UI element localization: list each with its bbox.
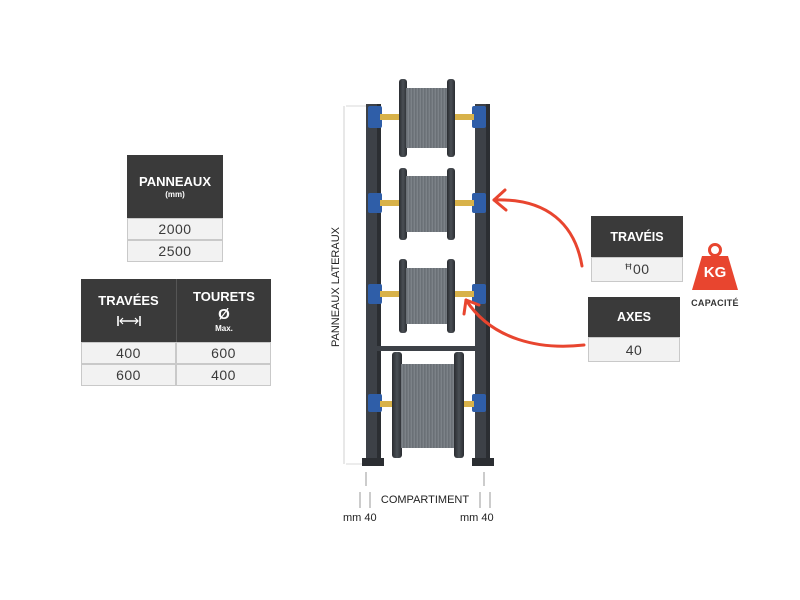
axes-value: 40 xyxy=(588,337,680,362)
height-dimension-line xyxy=(343,105,368,465)
left-margin-label: mm 40 xyxy=(343,512,377,524)
panneaux-unit: (mm) xyxy=(165,190,185,199)
arrow-axes xyxy=(462,298,586,348)
tourets-sub: Max. xyxy=(215,323,233,333)
travees-title: TRAVÉES xyxy=(98,293,159,308)
panneaux-header: PANNEAUX (mm) xyxy=(127,155,223,218)
tourets-header: TOURETS Ø Max. xyxy=(176,279,271,342)
panneaux-title: PANNEAUX xyxy=(139,174,211,189)
weight-icon xyxy=(692,243,738,290)
traveis-value: ꟸ00 xyxy=(591,257,683,282)
diameter-symbol: Ø xyxy=(218,305,230,323)
compartment-label: COMPARTIMENT xyxy=(380,494,470,506)
traveis-title: TRAVÉIS xyxy=(610,229,664,244)
traveis-header: TRAVÉIS xyxy=(591,216,683,257)
axes-header: AXES xyxy=(588,297,680,337)
travees-header: TRAVÉES xyxy=(81,279,176,342)
blue-beam-brackets xyxy=(368,106,486,412)
compartment-dimension xyxy=(359,472,491,508)
panneaux-value-2: 2500 xyxy=(127,240,223,262)
panneaux-lateraux-label: PANNEAUX LATERAUX xyxy=(330,227,342,348)
travees-row2-col2: 400 xyxy=(176,364,271,386)
travees-row1-col1: 400 xyxy=(81,342,176,364)
arrow-traveis xyxy=(492,188,584,268)
panneaux-value-1: 2000 xyxy=(127,218,223,240)
travees-row1-col2: 600 xyxy=(176,342,271,364)
capacity-label: CAPACITÉ xyxy=(691,298,739,308)
axes-title: AXES xyxy=(616,310,652,324)
cable-reel-3 xyxy=(399,259,455,333)
weight-icon-text: KG xyxy=(703,264,727,281)
cable-reel-2 xyxy=(399,168,455,240)
tourets-title: TOURETS xyxy=(193,288,255,304)
cable-reel-4 xyxy=(392,352,464,458)
span-width-icon xyxy=(116,316,141,326)
cable-reel-1 xyxy=(399,79,455,157)
right-margin-label: mm 40 xyxy=(460,512,494,524)
travees-row2-col1: 600 xyxy=(81,364,176,386)
